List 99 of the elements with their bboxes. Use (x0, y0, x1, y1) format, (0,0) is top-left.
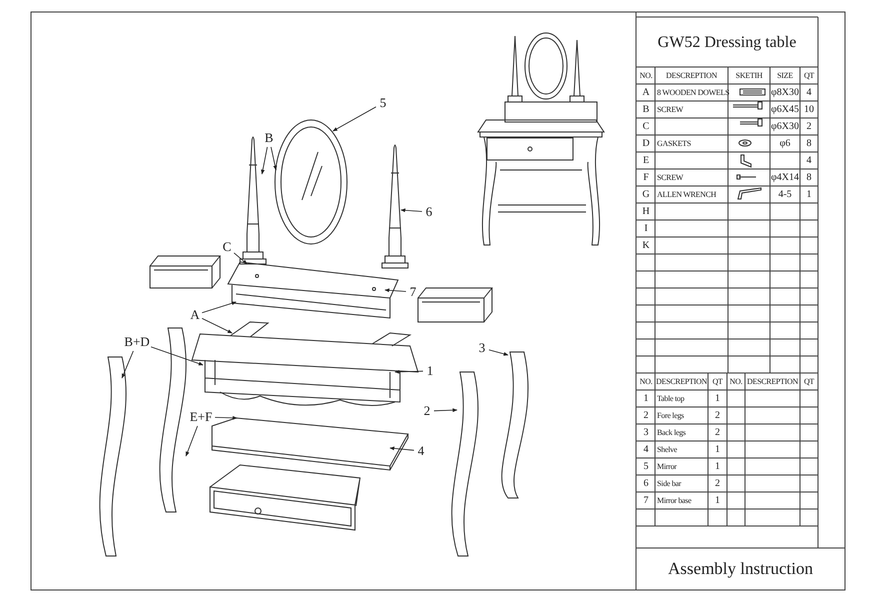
part-size: φ4X14 (770, 171, 800, 185)
leader-line (488, 350, 508, 356)
callout-label: 3 (476, 340, 488, 356)
quantity: 1 (714, 443, 721, 457)
mirror-base-drawing (228, 262, 399, 319)
column-header: DESCREPTION (655, 376, 708, 388)
part-size: φ6X30 (770, 120, 800, 134)
leg-drawing (451, 372, 478, 556)
part-description: SCREW (657, 172, 684, 184)
item-number: A (641, 86, 651, 100)
part-description: Side bar (657, 478, 682, 490)
title: GW52 Dressing table (656, 33, 798, 53)
part-size: 4-5 (777, 188, 793, 202)
side-bar-drawing (240, 136, 266, 264)
quantity: 1 (714, 460, 721, 474)
column-header: QT (711, 376, 724, 388)
callout-label: 5 (377, 95, 389, 111)
quantity: 8 (806, 137, 812, 151)
side-bar-drawing (382, 144, 408, 268)
column-header: NO. (638, 376, 654, 388)
caption: Assembly lnstruction (667, 558, 814, 580)
part-description: GASKETS (657, 138, 691, 150)
quantity: 10 (803, 103, 815, 117)
item-number: 6 (642, 477, 650, 491)
callout-label: B+D (124, 334, 150, 350)
quantity: 2 (714, 426, 721, 440)
column-header: SKETIH (734, 70, 764, 82)
item-number: 3 (642, 426, 650, 440)
column-header: DESCREPTION (665, 70, 718, 82)
leader-line (394, 370, 424, 374)
part-description: Table top (657, 393, 684, 405)
column-header: SIZE (776, 70, 794, 82)
leg-drawing (501, 352, 528, 498)
item-number: I (643, 222, 649, 236)
quantity: 4 (806, 86, 812, 100)
leader-line (400, 208, 422, 212)
part-size: φ8X30 (770, 86, 800, 100)
part-description: Shelve (657, 444, 677, 456)
item-number: 7 (642, 494, 650, 508)
part-description: SCREW (657, 104, 684, 116)
leader-line (186, 426, 198, 456)
leader-line (202, 301, 236, 314)
callout-label: A (189, 307, 201, 323)
leg-drawing (159, 328, 186, 512)
callout-label: 7 (407, 284, 419, 300)
part-description: Fore legs (657, 410, 684, 422)
leader-line (384, 288, 406, 292)
leader-line (260, 146, 268, 174)
part-description: Back legs (657, 427, 686, 439)
quantity: 1 (806, 188, 812, 202)
part-description: ALLEN WRENCH (657, 189, 716, 201)
item-number: K (641, 239, 651, 253)
item-number: G (641, 188, 651, 202)
leader-line (122, 350, 134, 378)
shelf-drawing (212, 418, 409, 471)
callout-label: E+F (188, 409, 214, 425)
part-size: φ6X45 (770, 103, 800, 117)
column-header: DESCREPTION (746, 376, 799, 388)
callout-label: 4 (415, 443, 427, 459)
column-header: QT (802, 70, 816, 82)
column-header: NO. (638, 70, 654, 82)
quantity: 1 (714, 494, 721, 508)
quantity: 1 (714, 392, 721, 406)
quantity: 2 (806, 120, 812, 134)
leader-line (150, 346, 204, 366)
callout-label: B (263, 130, 275, 146)
part-size: φ6 (778, 137, 792, 151)
leader-line (214, 416, 238, 420)
quantity: 2 (714, 409, 721, 423)
callout-label: 6 (423, 204, 435, 220)
part-description: Mirror base (657, 495, 692, 507)
leader-line (332, 106, 376, 132)
column-header: QT (802, 376, 816, 388)
leader-line (390, 446, 414, 451)
callout-label: C (221, 239, 233, 255)
leader-line (234, 252, 248, 264)
mirror-drawing (274, 120, 348, 244)
leader-line (434, 408, 458, 412)
item-number: H (641, 205, 651, 219)
part-description: Mirror (657, 461, 677, 473)
quantity: 8 (806, 171, 812, 185)
leg-drawing (99, 356, 126, 556)
quantity: 2 (714, 477, 721, 491)
item-number: C (642, 120, 650, 134)
leader-line (270, 146, 277, 170)
item-number: D (641, 137, 651, 151)
callout-label: 1 (424, 363, 436, 379)
item-number: 2 (642, 409, 650, 423)
quantity: 4 (806, 154, 812, 168)
callout-label: 2 (421, 403, 433, 419)
item-number: B (642, 103, 650, 117)
item-number: 1 (642, 392, 650, 406)
table-top-drawing (192, 322, 419, 406)
item-number: 4 (642, 443, 650, 457)
item-number: F (642, 171, 650, 185)
item-number: E (642, 154, 650, 168)
leader-line (202, 318, 232, 334)
item-number: 5 (642, 460, 650, 474)
column-header: NO. (728, 376, 744, 388)
